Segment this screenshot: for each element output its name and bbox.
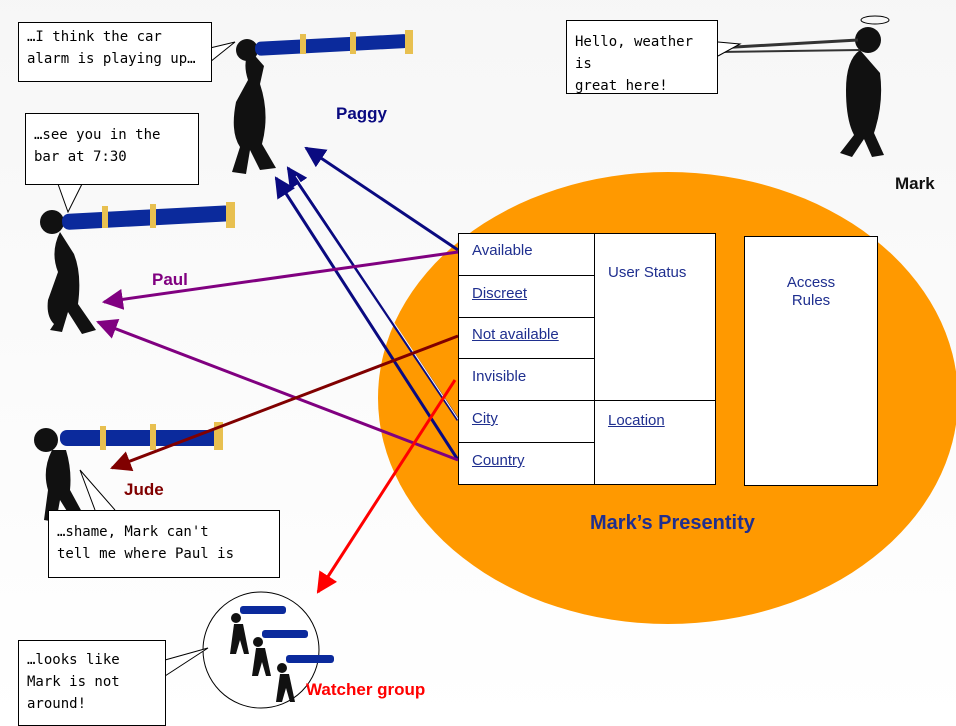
- watcher-figures: [230, 606, 334, 702]
- paggy-name: Paggy: [336, 104, 388, 123]
- mark-figure: [717, 15, 890, 157]
- arrow-available-to-paul: [101, 250, 459, 310]
- location-city[interactable]: City: [472, 410, 498, 427]
- user-status-label: User Status: [608, 264, 687, 281]
- mark-speech-bubble: Hello, weather is great here!: [566, 20, 718, 94]
- paul-name: Paul: [152, 270, 188, 289]
- paggy-speech-bubble: …I think the car alarm is playing up…: [18, 22, 212, 82]
- paggy-figure: [232, 30, 413, 174]
- access-rules-label: Access Rules: [786, 274, 836, 309]
- location-country[interactable]: Country: [472, 452, 525, 469]
- jude-name: Jude: [124, 480, 164, 499]
- status-available: Available: [472, 242, 533, 259]
- presentity-title: Mark’s Presentity: [590, 512, 755, 534]
- mark-name: Mark: [895, 174, 935, 193]
- arrow-invisible-to-watchers: [316, 379, 457, 594]
- status-not-available[interactable]: Not available: [472, 326, 559, 343]
- status-invisible: Invisible: [472, 368, 527, 385]
- watcher-group-name: Watcher group: [306, 680, 426, 699]
- paul-figure: [40, 202, 235, 334]
- access-rules-box: [744, 236, 878, 486]
- arrow-notavailable-to-jude: [110, 334, 459, 472]
- location-label[interactable]: Location: [608, 412, 665, 429]
- arrow-country-to-paul: [96, 318, 459, 462]
- paul-speech-bubble: …see you in the bar at 7:30: [25, 113, 199, 185]
- watcher-speech-bubble: …looks like Mark is not around!: [18, 640, 166, 726]
- status-discreet[interactable]: Discreet: [472, 285, 528, 302]
- jude-speech-bubble: …shame, Mark can't tell me where Paul is: [48, 510, 280, 578]
- arrow-available-to-paggy: [304, 146, 459, 252]
- arrow-country-to-paggy: [274, 176, 460, 461]
- arrow-city-to-paggy: [286, 166, 460, 421]
